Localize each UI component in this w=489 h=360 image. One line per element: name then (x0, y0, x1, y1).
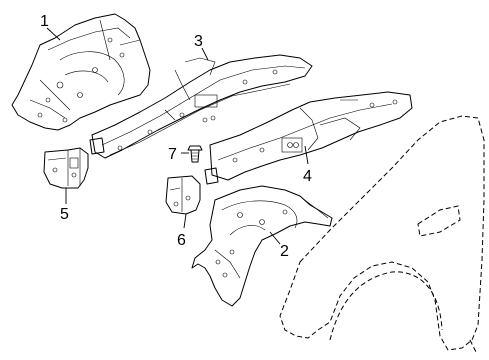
part-5-bracket (43, 137, 105, 189)
leader-1 (46, 27, 61, 41)
fender-outline (279, 115, 485, 353)
leader-2 (269, 231, 281, 245)
part-3-upper-side-rail (91, 54, 313, 159)
part-7-bolt (187, 145, 203, 163)
callout-4: 4 (303, 168, 312, 185)
callout-1: 1 (40, 13, 49, 30)
leader-4 (304, 145, 309, 165)
leader-3 (201, 47, 209, 61)
part-1-front-apron-assembly (11, 13, 151, 131)
part-4-lower-side-member (209, 91, 413, 181)
callout-6: 6 (177, 232, 186, 249)
leader-6 (183, 213, 187, 229)
part-6-bracket (165, 167, 219, 215)
callout-2: 2 (280, 243, 289, 260)
callout-3: 3 (194, 33, 203, 50)
callout-5: 5 (60, 206, 69, 223)
callout-7: 7 (168, 146, 177, 163)
part-2-wheelhouse-panel (191, 185, 333, 307)
